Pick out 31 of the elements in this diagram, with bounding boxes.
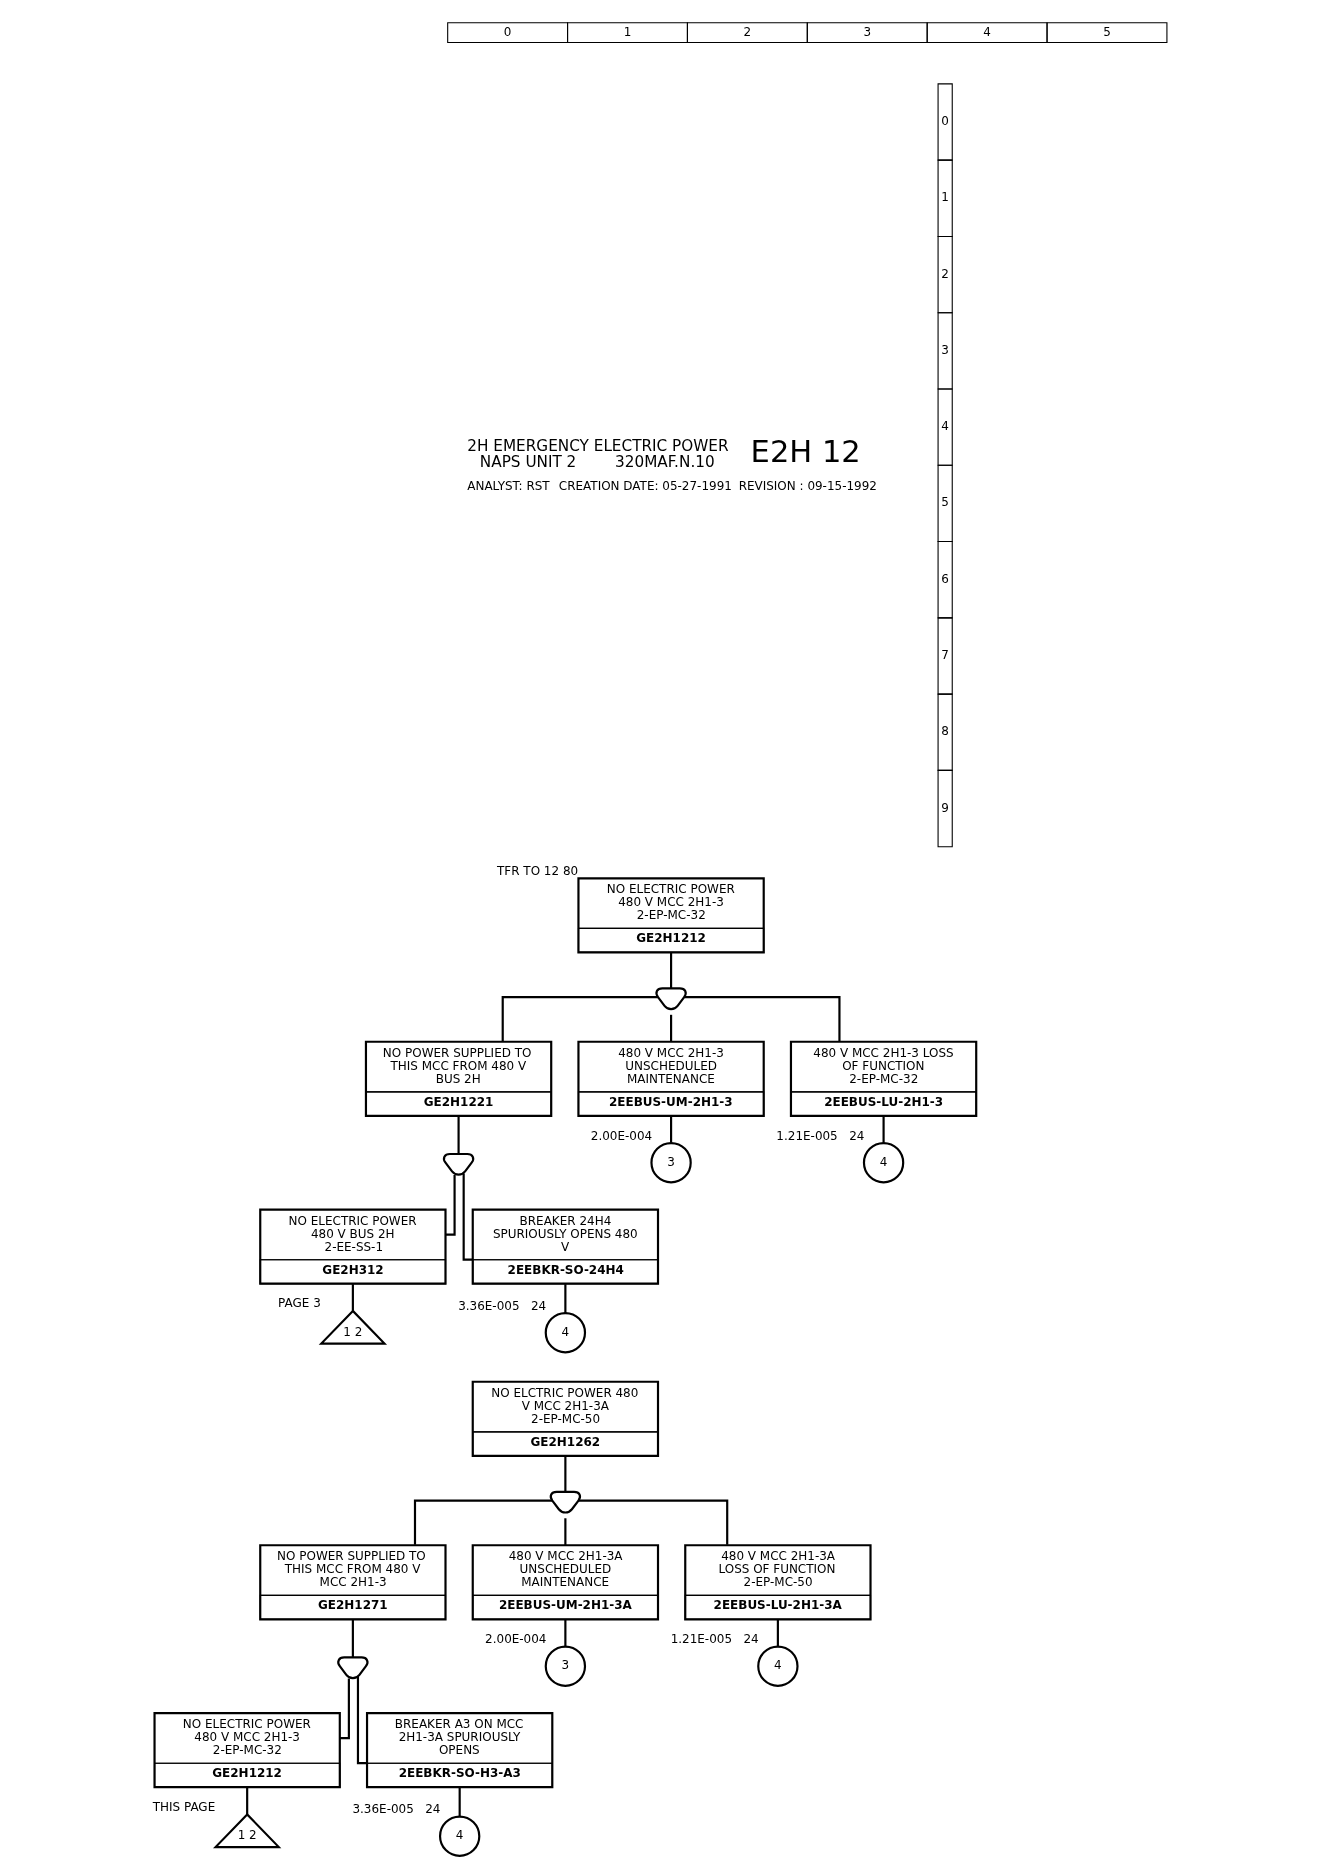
label: 8 [940, 724, 949, 739]
label: 4 [982, 24, 991, 39]
node-label: 3.36E-005 24 [457, 1298, 546, 1313]
label: 0 [503, 24, 511, 39]
label: 6 [940, 571, 949, 586]
label: 0 [940, 114, 949, 129]
label: 3 [862, 24, 871, 39]
label: 2 [743, 24, 751, 39]
node-label: 1.21E-005 24 [670, 1632, 759, 1647]
node-label: 3.36E-005 24 [351, 1802, 440, 1817]
label: NAPS UNIT 2 320MAF.N.10 [479, 453, 715, 472]
label: ANALYST: RST [466, 479, 550, 494]
node-label: TFR TO 12 80 [496, 863, 578, 878]
label: 2 [940, 266, 949, 281]
label: E2H 12 [750, 434, 861, 470]
label: 5 [1102, 24, 1111, 39]
label: 4 [940, 419, 949, 434]
node-label: 2.00E-004 [590, 1128, 652, 1143]
node-label: 2.00E-004 [484, 1632, 546, 1647]
label: REVISION : 09-15-1992 [738, 479, 877, 494]
label: 1 [623, 24, 631, 39]
label: 1 [940, 190, 949, 205]
label: 5 [940, 495, 949, 510]
label: 2H EMERGENCY ELECTRIC POWER [466, 436, 729, 455]
label: 7 [940, 648, 949, 663]
node-label: PAGE 3 [277, 1296, 321, 1311]
node-label: 1.21E-005 24 [775, 1128, 864, 1143]
label: CREATION DATE: 05-27-1991 [558, 479, 732, 494]
node-label: THIS PAGE [152, 1799, 215, 1814]
label: 3 [940, 342, 949, 357]
label: 9 [940, 800, 949, 815]
